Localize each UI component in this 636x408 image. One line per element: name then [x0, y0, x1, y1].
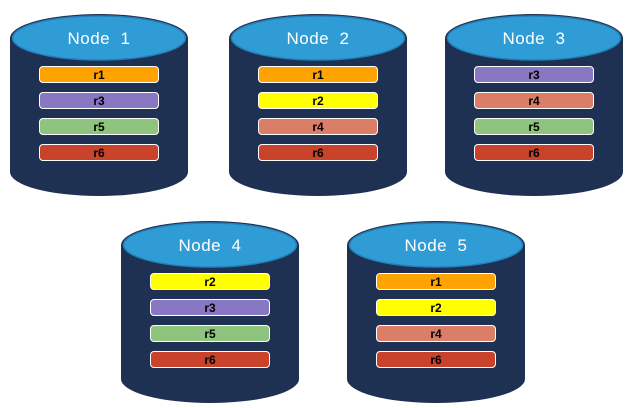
node-title: Node 1	[67, 28, 131, 48]
replica-bar-r3: r3	[39, 92, 159, 109]
replica-bar-r1: r1	[376, 273, 496, 290]
replica-bar-label: r3	[204, 300, 216, 315]
replica-bar-label: r3	[528, 67, 540, 82]
replica-bar-label: r6	[312, 145, 324, 160]
replica-bar-label: r6	[204, 352, 216, 367]
node-title: Node 5	[404, 235, 468, 255]
bar-list: r2 r3 r5 r6	[150, 273, 270, 368]
replica-bar-label: r6	[93, 145, 105, 160]
replica-bar-r5: r5	[474, 118, 594, 135]
replica-bar-label: r2	[204, 274, 216, 289]
replica-bar-label: r5	[93, 119, 105, 134]
database-node-4: Node 4 r2 r3 r5 r6	[121, 221, 299, 403]
replica-bar-r3: r3	[150, 299, 270, 316]
bar-list: r1 r2 r4 r6	[258, 66, 378, 161]
replica-bar-r6: r6	[474, 144, 594, 161]
replica-bar-r2: r2	[258, 92, 378, 109]
replica-bar-label: r6	[528, 145, 540, 160]
replica-bar-label: r5	[528, 119, 540, 134]
bar-list: r3 r4 r5 r6	[474, 66, 594, 161]
replica-bar-r4: r4	[474, 92, 594, 109]
replica-bar-r2: r2	[150, 273, 270, 290]
replica-bar-r6: r6	[258, 144, 378, 161]
database-node-1: Node 1 r1 r3 r5 r6	[10, 14, 188, 196]
replica-bar-r6: r6	[150, 351, 270, 368]
node-title: Node 3	[502, 28, 566, 48]
replica-bar-label: r1	[93, 67, 105, 82]
replica-bar-label: r4	[528, 93, 540, 108]
bar-list: r1 r3 r5 r6	[39, 66, 159, 161]
replica-bar-r6: r6	[39, 144, 159, 161]
replica-bar-label: r1	[430, 274, 442, 289]
replica-bar-label: r4	[312, 119, 324, 134]
database-node-5: Node 5 r1 r2 r4 r6	[347, 221, 525, 403]
replica-bar-label: r3	[93, 93, 105, 108]
replica-bar-r3: r3	[474, 66, 594, 83]
replica-bar-label: r2	[312, 93, 324, 108]
replica-bar-label: r2	[430, 300, 442, 315]
replica-bar-r5: r5	[39, 118, 159, 135]
replica-bar-r2: r2	[376, 299, 496, 316]
replica-bar-r1: r1	[258, 66, 378, 83]
database-node-3: Node 3 r3 r4 r5 r6	[445, 14, 623, 196]
replica-bar-label: r5	[204, 326, 216, 341]
replica-bar-label: r4	[430, 326, 442, 341]
bar-list: r1 r2 r4 r6	[376, 273, 496, 368]
replica-bar-r5: r5	[150, 325, 270, 342]
replica-bar-r4: r4	[376, 325, 496, 342]
database-node-2: Node 2 r1 r2 r4 r6	[229, 14, 407, 196]
node-title: Node 2	[286, 28, 350, 48]
replica-bar-label: r6	[430, 352, 442, 367]
replica-bar-r6: r6	[376, 351, 496, 368]
replica-bar-r4: r4	[258, 118, 378, 135]
node-title: Node 4	[178, 235, 242, 255]
replica-bar-r1: r1	[39, 66, 159, 83]
replica-bar-label: r1	[312, 67, 324, 82]
